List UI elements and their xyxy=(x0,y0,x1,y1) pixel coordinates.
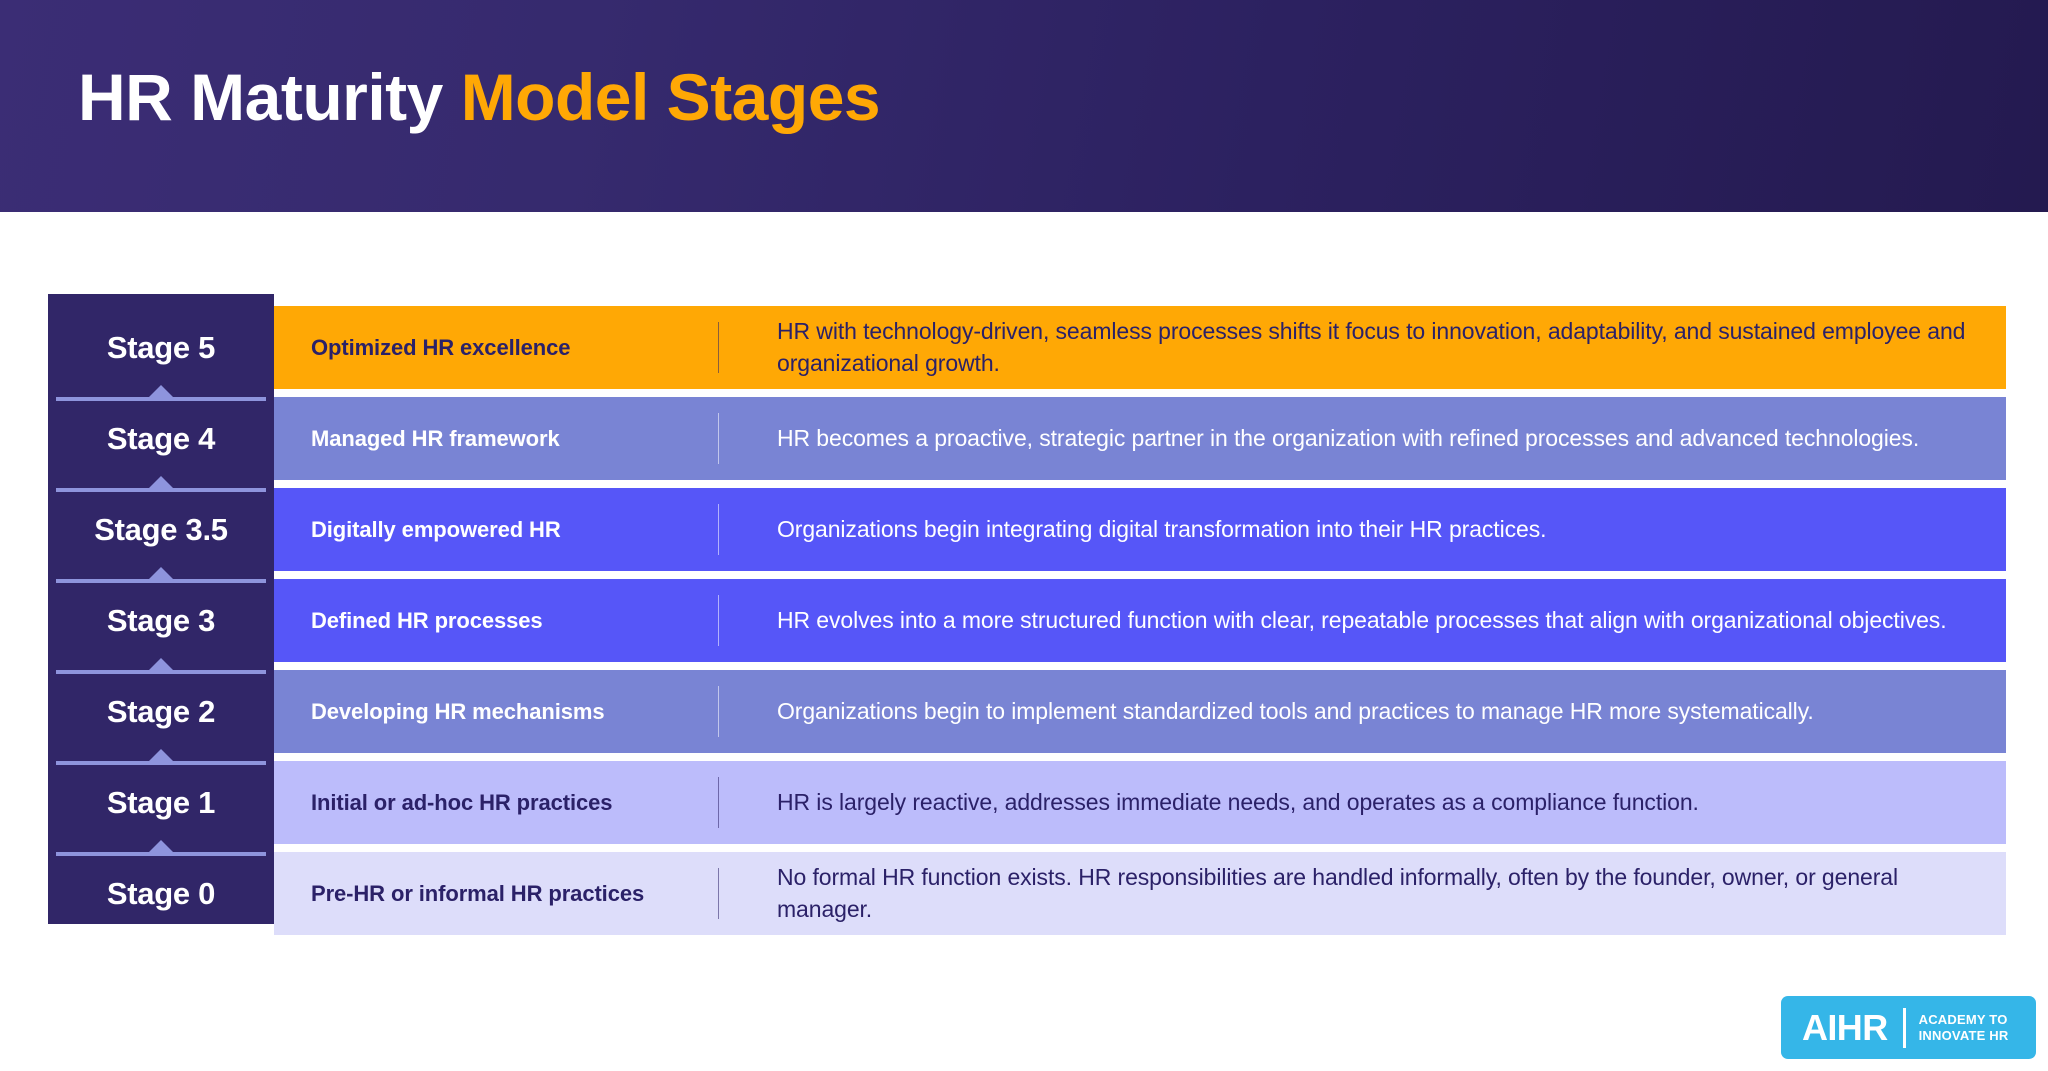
header-band: HR Maturity Model Stages xyxy=(0,0,2048,212)
aihr-logo-wordmark: AIHR xyxy=(1802,1006,1888,1048)
stage-row-name: Developing HR mechanisms xyxy=(311,698,605,724)
stage-row-description: Organizations begin integrating digital … xyxy=(777,515,1547,542)
stage-label: Stage 3.5 xyxy=(94,511,228,547)
stage-row-name: Initial or ad-hoc HR practices xyxy=(311,789,613,815)
stage-row-description: HR becomes a proactive, strategic partne… xyxy=(777,424,1920,451)
stage-row: Developing HR mechanisms Organizations be… xyxy=(274,670,2006,753)
stage-row-name: Defined HR processes xyxy=(311,607,543,633)
stage-row-name: Digitally empowered HR xyxy=(311,516,561,542)
stage-row-divider xyxy=(718,504,719,555)
stage-label: Stage 2 xyxy=(106,693,216,729)
stage-row: Digitally empowered HR Organizations begi… xyxy=(274,488,2006,571)
stage-row-divider xyxy=(718,413,719,464)
aihr-logo: AIHR ACADEMY TO INNOVATE HR xyxy=(1781,996,2036,1059)
stage-row: Initial or ad-hoc HR practices HR is larg… xyxy=(274,761,2006,844)
stage-row-name: Pre-HR or informal HR practices xyxy=(311,880,645,906)
stage-row-divider xyxy=(718,322,719,373)
page-title: HR Maturity Model Stages xyxy=(78,60,881,134)
stage-row-divider xyxy=(718,686,719,737)
aihr-logo-tagline: ACADEMY TO INNOVATE HR xyxy=(1919,1012,2009,1044)
stage-label-cell: Stage 3.5 xyxy=(48,488,274,571)
stage-row-description: No formal HR function exists. HR respons… xyxy=(777,864,1898,922)
stage-label: Stage 1 xyxy=(106,784,216,820)
page-title-primary: HR Maturity xyxy=(78,60,461,134)
aihr-logo-divider xyxy=(1902,1007,1906,1048)
stage-row-description: HR evolves into a more structured functi… xyxy=(777,606,1947,633)
stage-row-divider xyxy=(718,868,719,919)
stage-label-cell: Stage 4 xyxy=(48,397,274,480)
stage-label: Stage 4 xyxy=(106,420,216,456)
stage-row-description: HR with technology-driven, seamless proc… xyxy=(777,318,1966,376)
stage-row: Pre-HR or informal HR practices No formal… xyxy=(274,852,2006,935)
stage-row: Defined HR processes HR evolves into a mo… xyxy=(274,579,2006,662)
stage-row-divider xyxy=(718,595,719,646)
stage-label: Stage 5 xyxy=(106,329,216,365)
stage-row: Optimized HR excellence HR with technolog… xyxy=(274,306,2006,389)
stage-row-description: Organizations begin to implement standar… xyxy=(777,697,1814,724)
stage-row-divider xyxy=(718,777,719,828)
aihr-logo-tagline-line1: ACADEMY TO xyxy=(1918,1011,2008,1027)
stage-label-cell: Stage 5 xyxy=(48,306,274,389)
stage-label-cell: Stage 0 xyxy=(48,852,274,935)
stage-row-name: Optimized HR excellence xyxy=(311,334,571,360)
stage-label: Stage 3 xyxy=(106,602,216,638)
stage-row: Managed HR framework HR becomes a proacti… xyxy=(274,397,2006,480)
stage-label-cell: Stage 2 xyxy=(48,670,274,753)
aihr-logo-tagline-line2: INNOVATE HR xyxy=(1918,1027,2009,1043)
stage-label: Stage 0 xyxy=(106,875,216,911)
page-title-accent: Model Stages xyxy=(460,60,881,134)
stage-label-cell: Stage 3 xyxy=(48,579,274,662)
stage-row-name: Managed HR framework xyxy=(311,425,560,451)
stage-row-description: HR is largely reactive, addresses immedi… xyxy=(777,788,1699,815)
stage-label-cell: Stage 1 xyxy=(48,761,274,844)
